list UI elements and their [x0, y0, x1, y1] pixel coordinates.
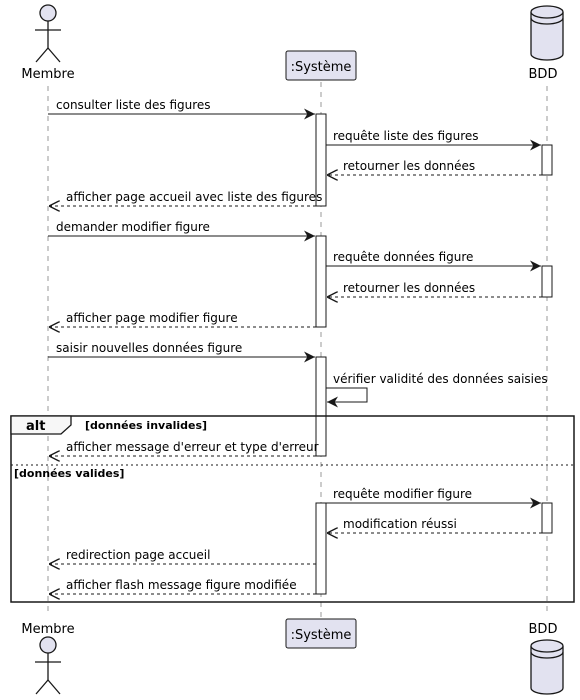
msg-label-7: retourner les données: [343, 281, 475, 295]
msg-label-4: afficher page accueil avec liste des fig…: [66, 190, 322, 204]
activation-systeme-4: [315, 502, 327, 595]
alt-guard-invalid: [données invalides]: [85, 419, 207, 432]
actor-icon: [35, 4, 61, 63]
msg-label-3: retourner les données: [343, 159, 475, 173]
database-icon: [530, 639, 564, 695]
actor-icon: [35, 636, 61, 695]
msg-label-13: modification réussi: [343, 517, 457, 531]
activation-bdd-3: [541, 502, 553, 534]
alt-keyword: alt: [26, 419, 45, 434]
msg-label-9: saisir nouvelles données figure: [56, 341, 242, 355]
msg-label-5: demander modifier figure: [56, 220, 210, 234]
activation-systeme-2: [315, 235, 327, 328]
database-icon: [530, 5, 564, 61]
participant-systeme-box-bottom: [285, 618, 357, 649]
activation-bdd-2: [541, 265, 553, 298]
activation-systeme-1: [315, 113, 327, 207]
msg-arrow-10-self: [326, 387, 368, 408]
activation-systeme-3: [315, 356, 327, 457]
participant-membre-top: Membre: [21, 67, 74, 82]
alt-fragment: [10, 415, 575, 603]
msg-label-14: redirection page accueil: [66, 548, 210, 562]
msg-label-12: requête modifier figure: [333, 487, 472, 501]
msg-label-1: consulter liste des figures: [56, 98, 211, 112]
participant-systeme-top: :Système: [291, 60, 352, 75]
messages: [48, 108, 542, 594]
participant-bdd-bottom: BDD: [529, 622, 558, 637]
msg-label-11: afficher message d'erreur et type d'erre…: [66, 440, 319, 454]
participant-systeme-bottom: :Système: [291, 628, 352, 643]
msg-label-15: afficher flash message figure modifiée: [66, 578, 297, 592]
msg-label-10: vérifier validité des données saisies: [333, 372, 548, 386]
alt-guard-valid: [données valides]: [14, 467, 124, 480]
participant-membre-bottom: Membre: [21, 622, 74, 637]
participant-systeme-box: [285, 50, 357, 81]
activation-bars: [315, 113, 553, 595]
msg-label-2: requête liste des figures: [333, 129, 479, 143]
activation-bdd-1: [541, 144, 553, 176]
msg-label-8: afficher page modifier figure: [66, 311, 238, 325]
alt-keyword-tab: [10, 415, 72, 435]
participant-bdd-top: BDD: [529, 67, 558, 82]
msg-label-6: requête données figure: [333, 250, 473, 264]
